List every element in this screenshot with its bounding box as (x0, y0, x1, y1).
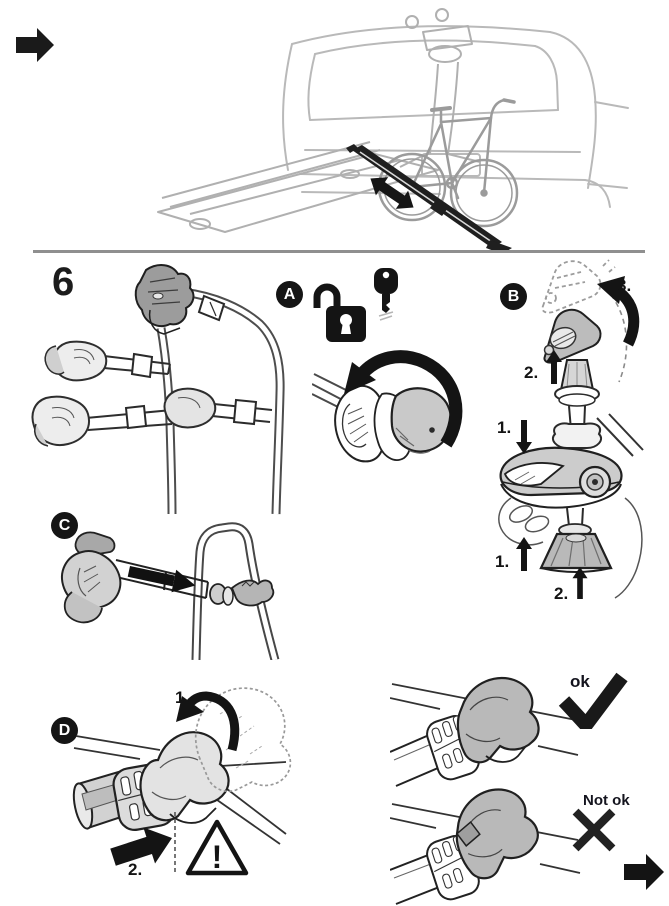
clamp-arm-lower (31, 387, 273, 447)
substep-c-badge: C (51, 512, 78, 539)
b-step2-upper-label: 2. (524, 363, 539, 382)
not-ok-illustration (390, 788, 581, 905)
cross-icon (572, 808, 616, 852)
handle-ghost-position (541, 259, 616, 314)
overview-illustration (157, 8, 629, 250)
claw-saddle-misaligned (455, 788, 539, 880)
b-step2-lower-label: 2. (554, 584, 569, 603)
prev-step-arrow-icon (16, 28, 54, 62)
hand-outline (498, 497, 643, 599)
not-ok-label: Not ok (583, 792, 630, 809)
unlock-icon (313, 283, 366, 342)
rotate-counterclockwise-arrow-icon (344, 350, 463, 448)
substep-c-illustration (61, 522, 280, 660)
rack-frame-tubes (156, 287, 285, 515)
arm-end-connector (209, 579, 275, 607)
rotate-forward-arrow-icon (176, 691, 240, 752)
ok-label: ok (570, 672, 590, 691)
up-arrow-icon (572, 567, 588, 599)
d-step2-label: 2. (128, 860, 143, 879)
lock-knob (390, 387, 453, 454)
step6-illustration (31, 264, 285, 515)
step-number: 6 (52, 260, 75, 304)
substep-b-illustration (498, 259, 644, 599)
substep-b-badge: B (500, 283, 527, 310)
clamp-arm-middle (44, 340, 171, 382)
up-arrow-icon (516, 537, 532, 571)
up-arrow-icon (546, 350, 562, 384)
lower-post (566, 507, 584, 527)
substep-a-badge: A (276, 281, 303, 308)
lower-cone (539, 532, 613, 573)
upper-collar (551, 422, 603, 449)
warning-triangle-icon: ! (185, 819, 249, 876)
warning-exclamation: ! (212, 839, 223, 875)
rotate-up-arrow-icon (597, 276, 640, 347)
next-step-arrow-icon (624, 854, 664, 890)
upper-cone (554, 359, 600, 407)
knob-rotation-illustration (312, 350, 463, 463)
ok-illustration (390, 676, 579, 787)
tensioning-handle (543, 308, 602, 364)
frame-clamp-jaws (499, 446, 623, 509)
insert-direction-arrow-icon (127, 566, 196, 593)
slide-direction-arrow-icon (370, 177, 414, 209)
substep-d-illustration: ! (72, 687, 292, 876)
d-step1-label: 1. (175, 688, 190, 707)
key-icon (374, 268, 398, 321)
loading-rail (346, 144, 512, 250)
check-icon (558, 672, 628, 729)
clamp-arm (111, 559, 209, 599)
b-step1-lower-label: 1. (495, 552, 510, 571)
b-step3-label: 3. (617, 276, 632, 295)
push-direction-arrow-icon (110, 827, 172, 866)
down-arrow-icon (516, 420, 532, 454)
frame-clamp-head (61, 531, 122, 624)
substep-d-badge: D (51, 717, 78, 744)
frame-holder-clamp-top (134, 264, 226, 335)
claw-saddle (139, 731, 230, 824)
frame-tube-behind (596, 413, 644, 457)
section-divider (33, 250, 645, 253)
claw-saddle (456, 676, 540, 764)
b-step1-upper-label: 1. (497, 418, 512, 437)
